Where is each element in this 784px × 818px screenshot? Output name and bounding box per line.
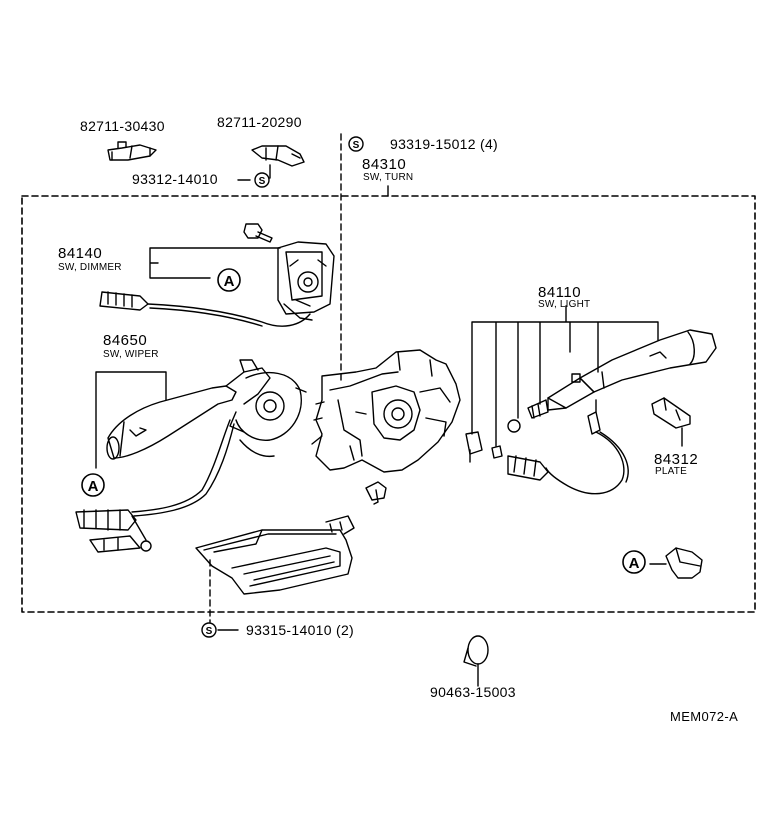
marker-a-clamp-label: A xyxy=(629,555,640,572)
label-turn-number: 84310 xyxy=(362,156,407,173)
marker-s-turn-label: S xyxy=(353,140,360,151)
dimmer-connector xyxy=(99,291,149,311)
wiper-switch xyxy=(106,359,307,460)
leader-light xyxy=(471,305,659,447)
label-dimmer-name: SW, DIMMER xyxy=(58,262,122,273)
wiper-harness xyxy=(131,419,231,513)
marker-a-wiper xyxy=(81,473,105,497)
screw-turn xyxy=(365,481,387,505)
label-wiper-name: SW, WIPER xyxy=(103,349,159,360)
marker-a-dimmer-label: A xyxy=(224,273,235,290)
light-connector xyxy=(507,455,549,481)
marker-a-clamp xyxy=(622,550,646,574)
label-clip-a: 82711-30430 xyxy=(80,118,165,134)
marker-s-bottom-label: S xyxy=(206,626,213,637)
label-light-number: 84110 xyxy=(538,284,582,301)
dimmer-harness xyxy=(147,303,311,327)
label-dimmer-number: 84140 xyxy=(58,245,103,262)
clip-82711-30430 xyxy=(107,141,157,161)
label-plate-name: PLATE xyxy=(655,466,687,477)
label-clip-b: 82711-20290 xyxy=(217,114,302,130)
plate-84312 xyxy=(651,397,691,447)
marker-s-turn xyxy=(348,136,364,152)
label-wiper-number: 84650 xyxy=(103,332,148,349)
screw-dimmer xyxy=(243,223,273,243)
light-switch xyxy=(465,329,717,463)
label-screw-top: 93312-14010 xyxy=(132,171,218,187)
clamp-a xyxy=(665,547,703,579)
leader-dimmer xyxy=(149,247,281,279)
wiper-connectors xyxy=(75,509,152,553)
marker-a-wiper-label: A xyxy=(88,478,99,495)
module-bracket xyxy=(195,515,355,595)
turn-switch xyxy=(311,349,461,473)
marker-s-bottom xyxy=(201,622,217,638)
marker-s-top xyxy=(254,172,270,188)
assembly-border xyxy=(21,195,756,613)
dimmer-switch xyxy=(277,241,335,321)
marker-a-dimmer xyxy=(217,268,241,292)
label-plate-number: 84312 xyxy=(654,451,699,468)
label-screw-bottom: 93315-14010 (2) xyxy=(246,622,355,638)
label-turn-name: SW, TURN xyxy=(363,172,414,183)
light-harness xyxy=(545,431,625,495)
diagram-code: MEM072-A xyxy=(670,709,739,724)
label-screw-turn: 93319-15012 (4) xyxy=(390,136,499,152)
label-light-name: SW, LIGHT xyxy=(538,299,591,310)
clip-82711-20290 xyxy=(251,145,305,167)
label-band: 90463-15003 xyxy=(430,684,516,700)
band-clamp xyxy=(463,635,489,687)
leader-wiper xyxy=(95,371,167,469)
marker-s-top-label: S xyxy=(259,176,266,187)
